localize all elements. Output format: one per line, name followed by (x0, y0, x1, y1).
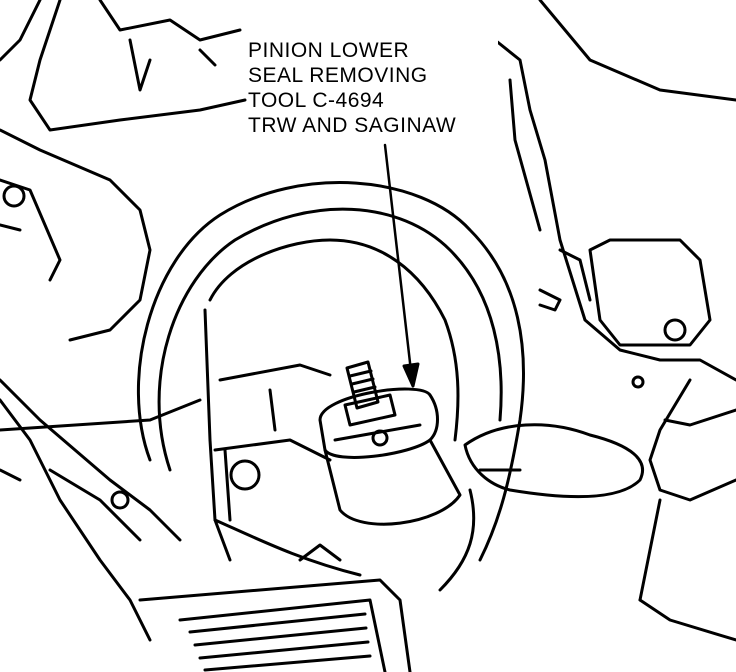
right-bracket (495, 0, 736, 387)
shop-rag (440, 425, 643, 590)
left-lower-panel (0, 380, 200, 640)
tool-callout-label: PINION LOWER SEAL REMOVING TOOL C-4694 T… (248, 38, 498, 138)
callout-line-3: TOOL C-4694 (248, 89, 385, 112)
differential-housing (215, 365, 360, 575)
callout-line-2: SEAL REMOVING (248, 64, 428, 87)
callout-line-1: PINION LOWER (248, 39, 410, 62)
oil-pan-grille (140, 580, 410, 672)
right-lower-leg (640, 380, 736, 640)
callout-leader-arrow (385, 145, 418, 386)
access-opening (138, 183, 523, 560)
seal-removing-tool (320, 362, 460, 524)
callout-line-4: TRW AND SAGINAW (248, 114, 457, 137)
upper-left-structure (0, 0, 245, 340)
